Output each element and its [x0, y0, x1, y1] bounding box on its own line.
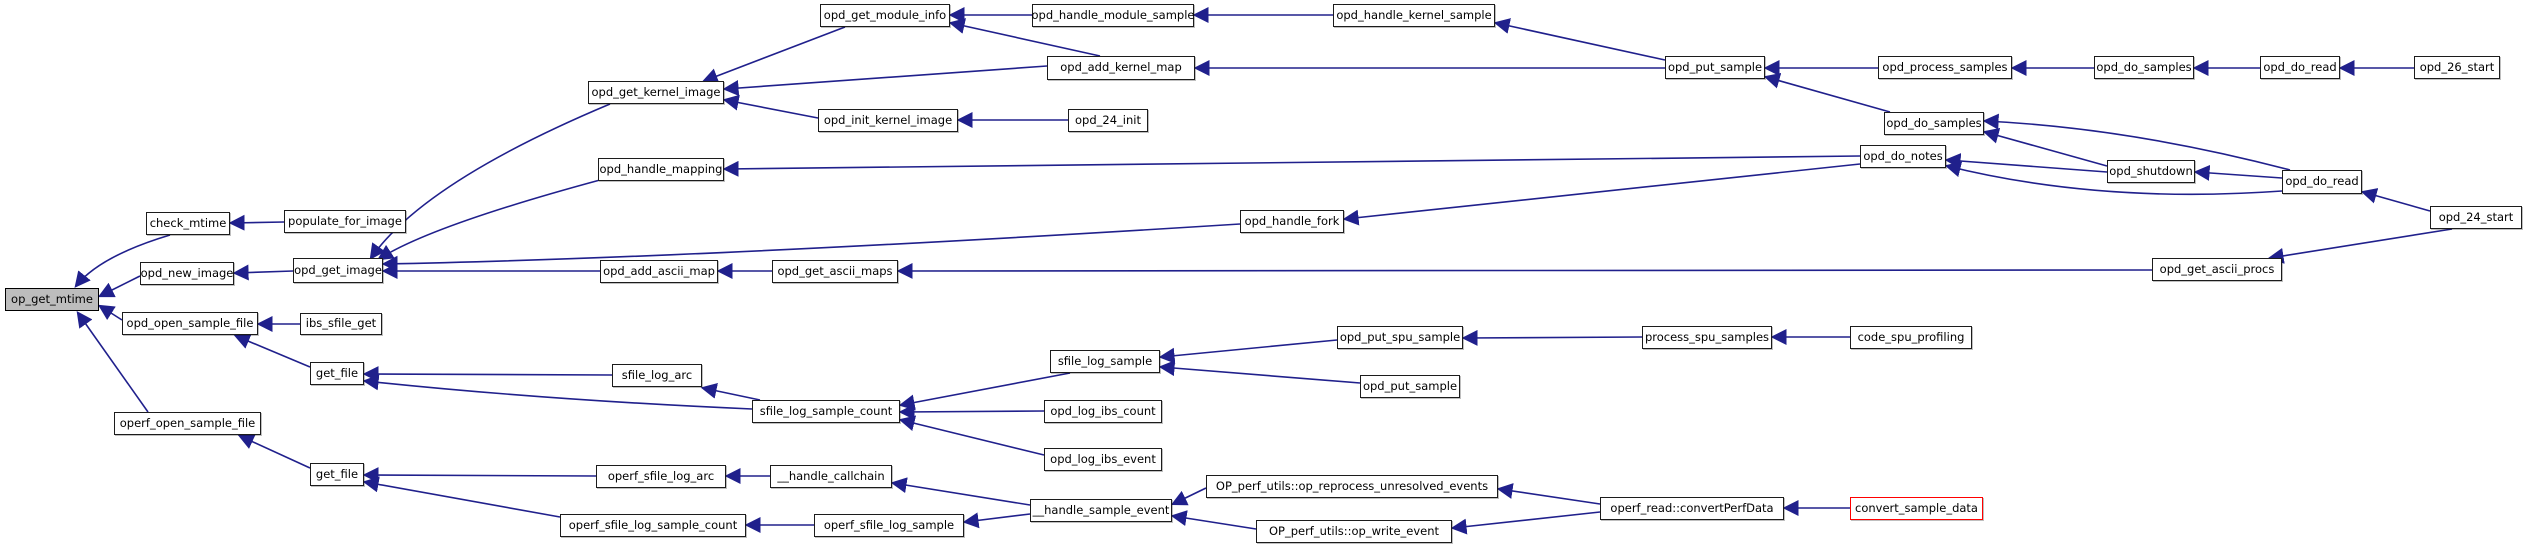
- call-edge-opd_put_spu_sample-to-sfile_log_sample: [1158, 339, 1338, 364]
- graph-node-opd_get_image[interactable]: opd_get_image: [293, 258, 383, 283]
- call-edge-opd_do_notes-to-opd_handle_mapping: [722, 155, 1861, 177]
- graph-node-process_spu_samples[interactable]: process_spu_samples: [1642, 326, 1772, 349]
- graph-node-opd_handle_kernel_sample[interactable]: opd_handle_kernel_sample: [1333, 4, 1495, 27]
- graph-node-opd_do_read_2[interactable]: opd_do_read: [2282, 170, 2362, 194]
- graph-node-opd_log_ibs_event[interactable]: opd_log_ibs_event: [1044, 448, 1162, 471]
- graph-node-op_write_event[interactable]: OP_perf_utils::op_write_event: [1256, 520, 1452, 543]
- graph-node-opd_do_samples_1[interactable]: opd_do_samples: [2094, 56, 2194, 79]
- call-edge-operf_open_sample_file-to-op_get_mtime: [76, 311, 149, 413]
- graph-node-handle_sample_event[interactable]: __handle_sample_event: [1030, 499, 1172, 522]
- graph-node-opd_do_read_1[interactable]: opd_do_read: [2260, 56, 2340, 79]
- graph-node-opd_get_ascii_maps[interactable]: opd_get_ascii_maps: [772, 260, 898, 283]
- call-edge-op_write_event-to-handle_sample_event: [1170, 510, 1257, 530]
- graph-node-get_file_2[interactable]: get_file: [310, 463, 364, 486]
- graph-node-sfile_log_arc[interactable]: sfile_log_arc: [612, 364, 702, 387]
- call-edge-opd_handle_mapping-to-opd_get_image: [376, 179, 601, 261]
- call-edge-opd_put_sample_2-to-sfile_log_sample: [1158, 360, 1361, 384]
- call-edge-opd_shutdown-to-opd_do_samples_2: [1982, 127, 2108, 167]
- graph-node-opd_log_ibs_count[interactable]: opd_log_ibs_count: [1044, 400, 1162, 423]
- call-edge-opd_new_image-to-op_get_mtime: [97, 275, 141, 298]
- graph-node-opd_new_image[interactable]: opd_new_image: [140, 262, 234, 285]
- graph-node-op_get_mtime[interactable]: op_get_mtime: [5, 288, 99, 311]
- call-edge-opd_get_module_info-to-opd_get_kernel_image: [701, 26, 846, 84]
- graph-node-opd_get_module_info[interactable]: opd_get_module_info: [820, 4, 950, 27]
- call-edge-get_file_2-to-operf_open_sample_file: [237, 434, 311, 469]
- graph-node-opd_do_notes[interactable]: opd_do_notes: [1860, 145, 1946, 168]
- call-edge-convertPerfData-to-op_reprocess_unresolved_events: [1496, 483, 1601, 505]
- call-edge-opd_do_read_2-to-opd_do_samples_2: [1982, 113, 2291, 171]
- call-edge-opd_24_start-to-opd_get_ascii_procs: [2267, 228, 2453, 264]
- graph-node-opd_put_sample_2[interactable]: opd_put_sample: [1360, 375, 1460, 398]
- call-edge-opd_put_sample_1-to-opd_handle_kernel_sample: [1493, 18, 1666, 61]
- call-edge-sfile_log_sample_count-to-sfile_log_arc: [700, 382, 761, 401]
- call-edge-handle_sample_event-to-operf_sfile_log_sample: [962, 512, 1031, 529]
- graph-node-code_spu_profiling[interactable]: code_spu_profiling: [1850, 326, 1972, 349]
- graph-node-opd_add_ascii_map[interactable]: opd_add_ascii_map: [600, 260, 718, 283]
- graph-node-opd_handle_module_sample[interactable]: opd_handle_module_sample: [1032, 4, 1195, 27]
- graph-node-ibs_sfile_get[interactable]: ibs_sfile_get: [300, 313, 382, 335]
- graph-node-opd_24_start[interactable]: opd_24_start: [2430, 206, 2522, 229]
- graph-node-operf_sfile_log_sample_count[interactable]: operf_sfile_log_sample_count: [560, 514, 746, 537]
- call-edge-operf_sfile_log_arc-to-get_file_2: [362, 467, 597, 484]
- call-edge-get_file_1-to-opd_open_sample_file: [233, 333, 311, 368]
- call-edge-op_reprocess_unresolved_events-to-handle_sample_event: [1170, 487, 1207, 506]
- graph-node-handle_callchain[interactable]: __handle_callchain: [770, 465, 892, 488]
- graph-node-opd_shutdown[interactable]: opd_shutdown: [2107, 160, 2195, 183]
- graph-node-opd_add_kernel_map[interactable]: opd_add_kernel_map: [1047, 56, 1195, 80]
- call-edge-opd_get_ascii_procs-to-opd_get_ascii_maps: [896, 262, 2153, 279]
- call-edge-opd_init_kernel_image-to-opd_get_kernel_image: [722, 94, 819, 119]
- call-edge-opd_add_kernel_map-to-opd_get_kernel_image: [722, 65, 1048, 97]
- call-edge-opd_handle_fork-to-opd_get_image: [381, 223, 1241, 272]
- graph-node-operf_open_sample_file[interactable]: operf_open_sample_file: [114, 412, 261, 435]
- graph-node-operf_sfile_log_sample[interactable]: operf_sfile_log_sample: [814, 514, 964, 537]
- call-edge-opd_add_kernel_map-to-opd_get_module_info: [948, 18, 1101, 57]
- graph-node-populate_for_image[interactable]: populate_for_image: [284, 210, 406, 233]
- graph-node-opd_get_ascii_procs[interactable]: opd_get_ascii_procs: [2152, 258, 2282, 281]
- graph-node-opd_24_init[interactable]: opd_24_init: [1068, 109, 1148, 132]
- graph-node-opd_process_samples[interactable]: opd_process_samples: [1878, 56, 2012, 79]
- call-edge-convertPerfData-to-op_write_event: [1450, 511, 1601, 535]
- call-edge-opd_do_read_2-to-opd_do_notes: [1944, 161, 2283, 196]
- call-edge-opd_do_read_2-to-opd_shutdown: [2193, 164, 2283, 181]
- graph-node-sfile_log_sample[interactable]: sfile_log_sample: [1050, 350, 1160, 373]
- call-edge-opd_do_notes-to-opd_handle_fork: [1342, 163, 1861, 226]
- call-edge-operf_sfile_log_sample_count-to-get_file_2: [362, 476, 561, 518]
- call-edge-opd_log_ibs_count-to-sfile_log_sample_count: [898, 403, 1045, 420]
- call-edge-opd_log_ibs_event-to-sfile_log_sample_count: [898, 415, 1045, 456]
- graph-node-get_file_1[interactable]: get_file: [310, 362, 364, 385]
- graph-node-opd_open_sample_file[interactable]: opd_open_sample_file: [122, 312, 258, 335]
- call-edge-process_spu_samples-to-opd_put_spu_sample: [1461, 329, 1643, 346]
- graph-node-opd_handle_mapping[interactable]: opd_handle_mapping: [598, 158, 724, 181]
- call-edge-opd_do_samples_2-to-opd_put_sample_1: [1763, 72, 1891, 113]
- graph-node-opd_get_kernel_image[interactable]: opd_get_kernel_image: [588, 81, 724, 104]
- call-edge-check_mtime-to-op_get_mtime: [74, 234, 171, 288]
- call-edge-opd_open_sample_file-to-op_get_mtime: [97, 304, 123, 321]
- graph-node-opd_do_samples_2[interactable]: opd_do_samples: [1884, 112, 1984, 135]
- graph-node-convert_sample_data[interactable]: convert_sample_data: [1850, 497, 1983, 520]
- graph-node-opd_init_kernel_image[interactable]: opd_init_kernel_image: [818, 109, 958, 132]
- graph-node-sfile_log_sample_count[interactable]: sfile_log_sample_count: [752, 400, 900, 423]
- graph-node-check_mtime[interactable]: check_mtime: [146, 212, 230, 235]
- graph-node-operf_sfile_log_arc[interactable]: operf_sfile_log_arc: [596, 465, 726, 488]
- call-edge-opd_get_image-to-opd_new_image: [232, 264, 294, 281]
- call-edge-sfile_log_sample_count-to-get_file_1: [362, 374, 753, 410]
- call-edge-sfile_log_sample-to-sfile_log_sample_count: [898, 372, 1071, 411]
- graph-node-op_reprocess_unresolved_events[interactable]: OP_perf_utils::op_reprocess_unresolved_e…: [1206, 475, 1498, 498]
- call-edge-sfile_log_arc-to-get_file_1: [362, 366, 613, 383]
- call-edge-opd_shutdown-to-opd_do_notes: [1944, 153, 2108, 173]
- call-edge-opd_get_kernel_image-to-opd_get_image: [369, 103, 611, 260]
- call-edge-populate_for_image-to-check_mtime: [228, 214, 285, 231]
- graph-node-opd_handle_fork[interactable]: opd_handle_fork: [1240, 210, 1344, 233]
- graph-node-opd_put_spu_sample[interactable]: opd_put_spu_sample: [1337, 326, 1463, 349]
- graph-node-convertPerfData[interactable]: operf_read::convertPerfData: [1600, 497, 1784, 520]
- call-edge-handle_sample_event-to-handle_callchain: [890, 477, 1031, 506]
- graph-node-opd_put_sample_1[interactable]: opd_put_sample: [1665, 56, 1765, 79]
- graph-node-opd_26_start[interactable]: opd_26_start: [2414, 56, 2500, 79]
- call-edge-opd_24_start-to-opd_do_read_2: [2360, 188, 2431, 212]
